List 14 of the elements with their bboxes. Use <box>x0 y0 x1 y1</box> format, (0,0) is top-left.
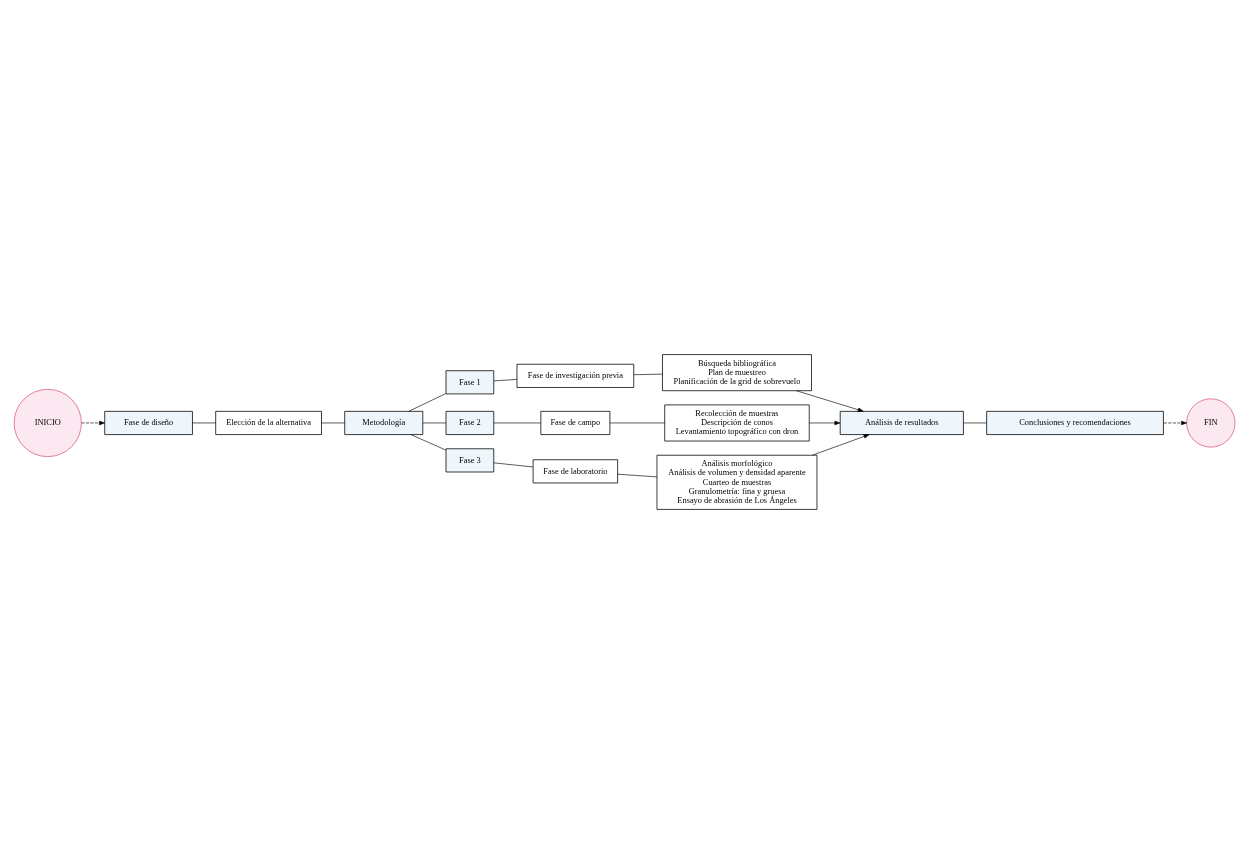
connector <box>408 392 447 412</box>
connector <box>609 422 665 423</box>
connector <box>493 378 518 381</box>
connector <box>963 422 987 423</box>
arrow <box>1163 420 1187 425</box>
arrow <box>81 420 105 425</box>
arrow <box>812 433 870 455</box>
connector <box>321 422 345 423</box>
arrow <box>796 389 864 412</box>
connector <box>617 473 658 477</box>
connector <box>410 433 447 450</box>
connector <box>633 373 663 375</box>
connector <box>192 422 216 423</box>
arrow <box>809 420 841 425</box>
